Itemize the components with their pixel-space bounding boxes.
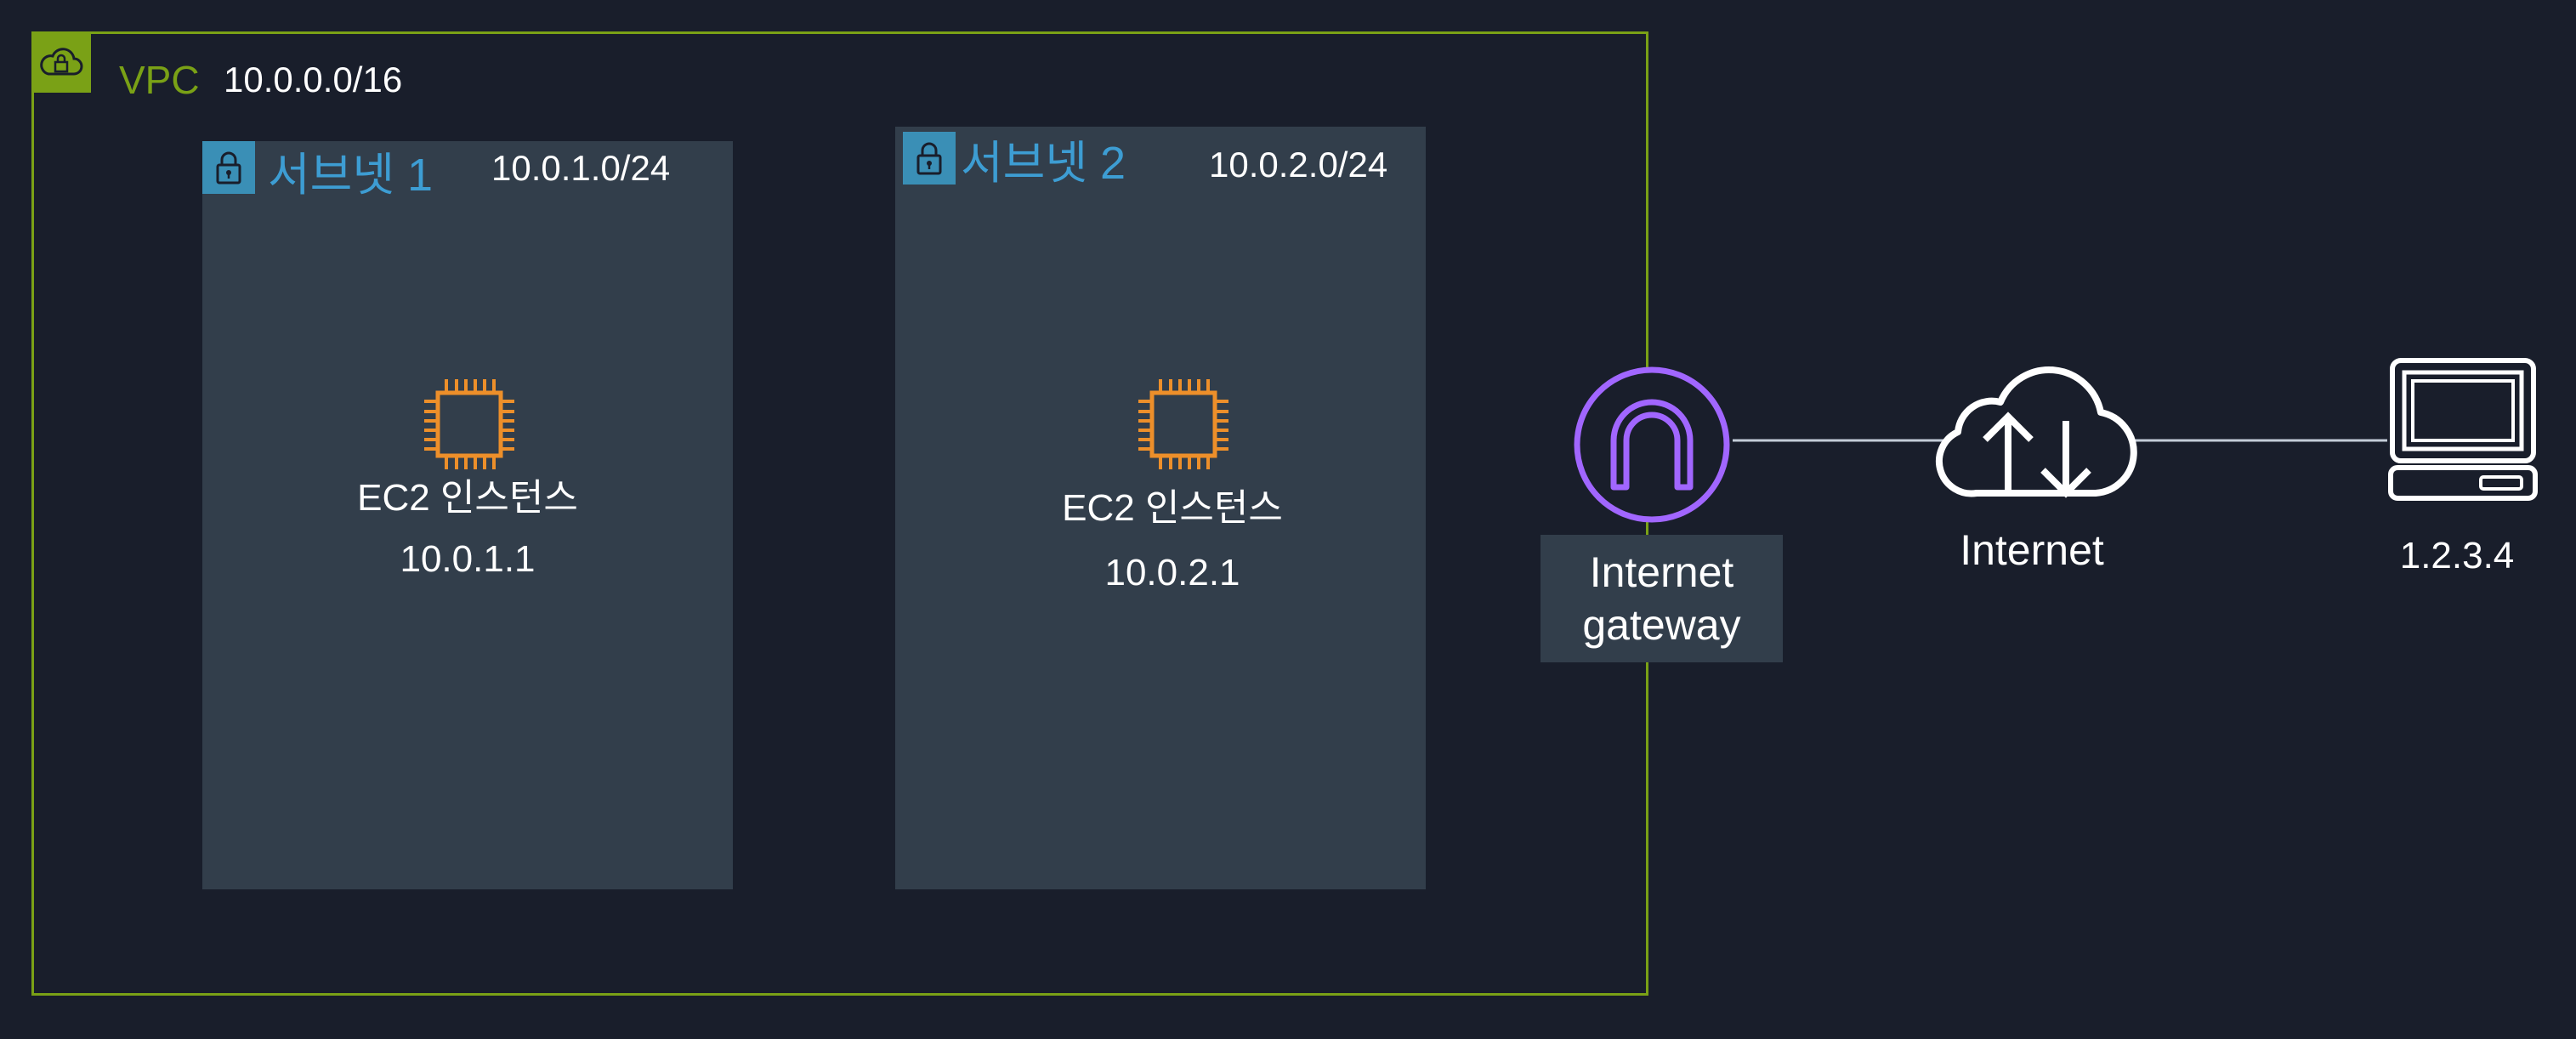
subnet-2-label: 서브넷 2	[961, 138, 1126, 189]
internet-gateway-icon	[1571, 364, 1733, 525]
ec2-instance-2-ip: 10.0.2.1	[1104, 552, 1240, 593]
internet-label: Internet	[1960, 526, 2104, 574]
internet-gateway-label-box: Internet gateway	[1540, 535, 1783, 662]
ec2-chip-icon	[423, 378, 516, 471]
ec2-chip-icon	[1137, 378, 1230, 471]
ec2-instance-1-ip: 10.0.1.1	[400, 538, 536, 580]
cloud-upload-download-icon	[1926, 357, 2147, 502]
lock-icon	[202, 141, 255, 194]
subnet-1-cidr: 10.0.1.0/24	[491, 148, 671, 188]
subnet-1-label: 서브넷 1	[268, 150, 434, 201]
laptop-icon	[2387, 357, 2539, 505]
vpc-cidr: 10.0.0.0/16	[224, 60, 403, 99]
client-ip: 1.2.3.4	[2399, 535, 2515, 576]
subnet-2-cidr: 10.0.2.0/24	[1209, 145, 1388, 185]
subnet-1	[202, 141, 733, 889]
ec2-instance-2-label: EC2 인스턴스	[1062, 487, 1283, 529]
internet-gateway-label: Internet gateway	[1582, 548, 1741, 649]
vpc-label: VPC	[119, 58, 200, 102]
ec2-instance-1-label: EC2 인스턴스	[357, 477, 578, 519]
lock-icon	[903, 132, 956, 185]
subnet-2	[895, 127, 1426, 889]
vpc-cloud-lock-icon	[31, 31, 91, 93]
